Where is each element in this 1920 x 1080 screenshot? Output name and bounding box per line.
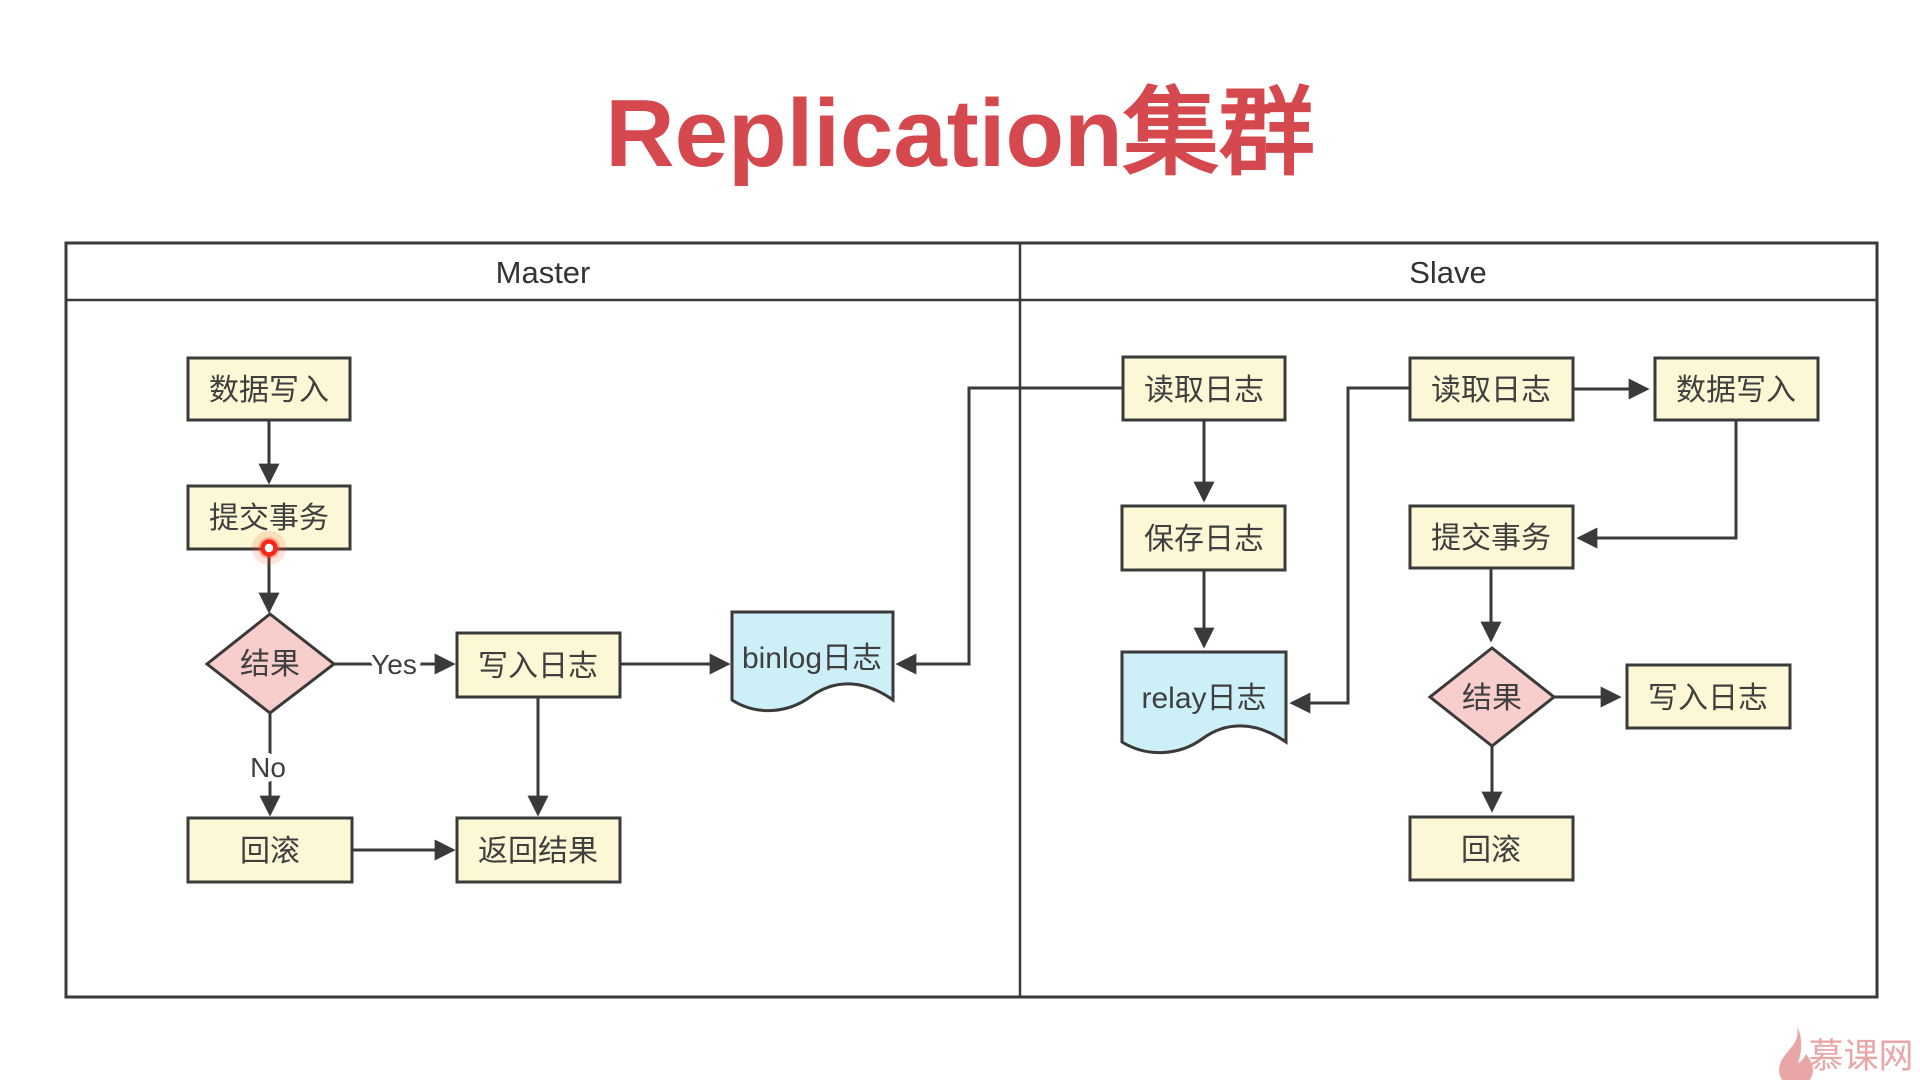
click-indicator-dot (252, 531, 286, 565)
edge-label-yes: Yes (371, 649, 417, 680)
node-binlog-label: binlog日志 (742, 642, 882, 675)
node-slave-save-log-label: 保存日志 (1144, 523, 1264, 556)
node-master-data-write (186, 356, 352, 422)
node-slave-write-log (1625, 663, 1792, 730)
node-slave-read-log-1 (1121, 355, 1287, 422)
watermark-text: 慕课网 (1808, 1037, 1913, 1076)
node-master-result-decision (204, 612, 337, 715)
lane-frame (64, 241, 1879, 999)
slave-lane: 读取日志 保存日志 relay日志 读取日志 数据写入 提交事务 结果 写入日志… (1120, 355, 1820, 882)
lane-title-slave: Slave (1409, 255, 1487, 290)
node-slave-result-label: 结果 (1462, 682, 1522, 715)
node-slave-save-log (1120, 504, 1287, 572)
lane-title-master: Master (496, 255, 591, 290)
node-slave-read-log-1-label: 读取日志 (1144, 374, 1264, 407)
node-master-return-result-label: 返回结果 (478, 835, 598, 868)
node-slave-rollback-label: 回滚 (1461, 834, 1521, 867)
node-binlog-document (730, 610, 895, 712)
node-master-return-result (455, 816, 622, 884)
node-master-commit-label: 提交事务 (209, 502, 329, 535)
node-master-write-log-label: 写入日志 (478, 650, 598, 683)
node-master-rollback-label: 回滚 (240, 835, 300, 868)
node-slave-data-write (1653, 356, 1820, 422)
node-slave-write-log-label: 写入日志 (1648, 682, 1768, 715)
watermark: 慕课网 (1779, 1026, 1914, 1080)
node-master-data-write-label: 数据写入 (209, 374, 329, 407)
node-relay-label: relay日志 (1141, 682, 1266, 715)
master-lane: 数据写入 提交事务 结果 写入日志 binlog日志 回滚 返回结果 Yes N… (186, 356, 1123, 884)
node-master-result-label: 结果 (240, 648, 300, 681)
node-master-write-log (455, 631, 622, 699)
edge-label-no: No (250, 752, 286, 783)
node-master-rollback (186, 816, 354, 884)
node-slave-read-log-2-label: 读取日志 (1431, 374, 1551, 407)
arrow-slave-readlog2-to-relay (1289, 386, 1410, 714)
node-slave-commit (1408, 504, 1575, 570)
node-relay-document (1120, 650, 1288, 754)
node-slave-data-write-label: 数据写入 (1676, 374, 1796, 407)
node-slave-rollback (1408, 815, 1575, 882)
node-slave-result-decision (1427, 646, 1557, 748)
imooc-flame-icon (1779, 1026, 1813, 1080)
node-slave-read-log-2 (1408, 356, 1575, 422)
arrow-slave-datawrite-to-commit (1576, 420, 1738, 549)
page-title: Replication集群 (605, 80, 1314, 187)
node-slave-commit-label: 提交事务 (1431, 522, 1551, 555)
arrow-slave-readlog1-to-binlog (895, 386, 1123, 675)
